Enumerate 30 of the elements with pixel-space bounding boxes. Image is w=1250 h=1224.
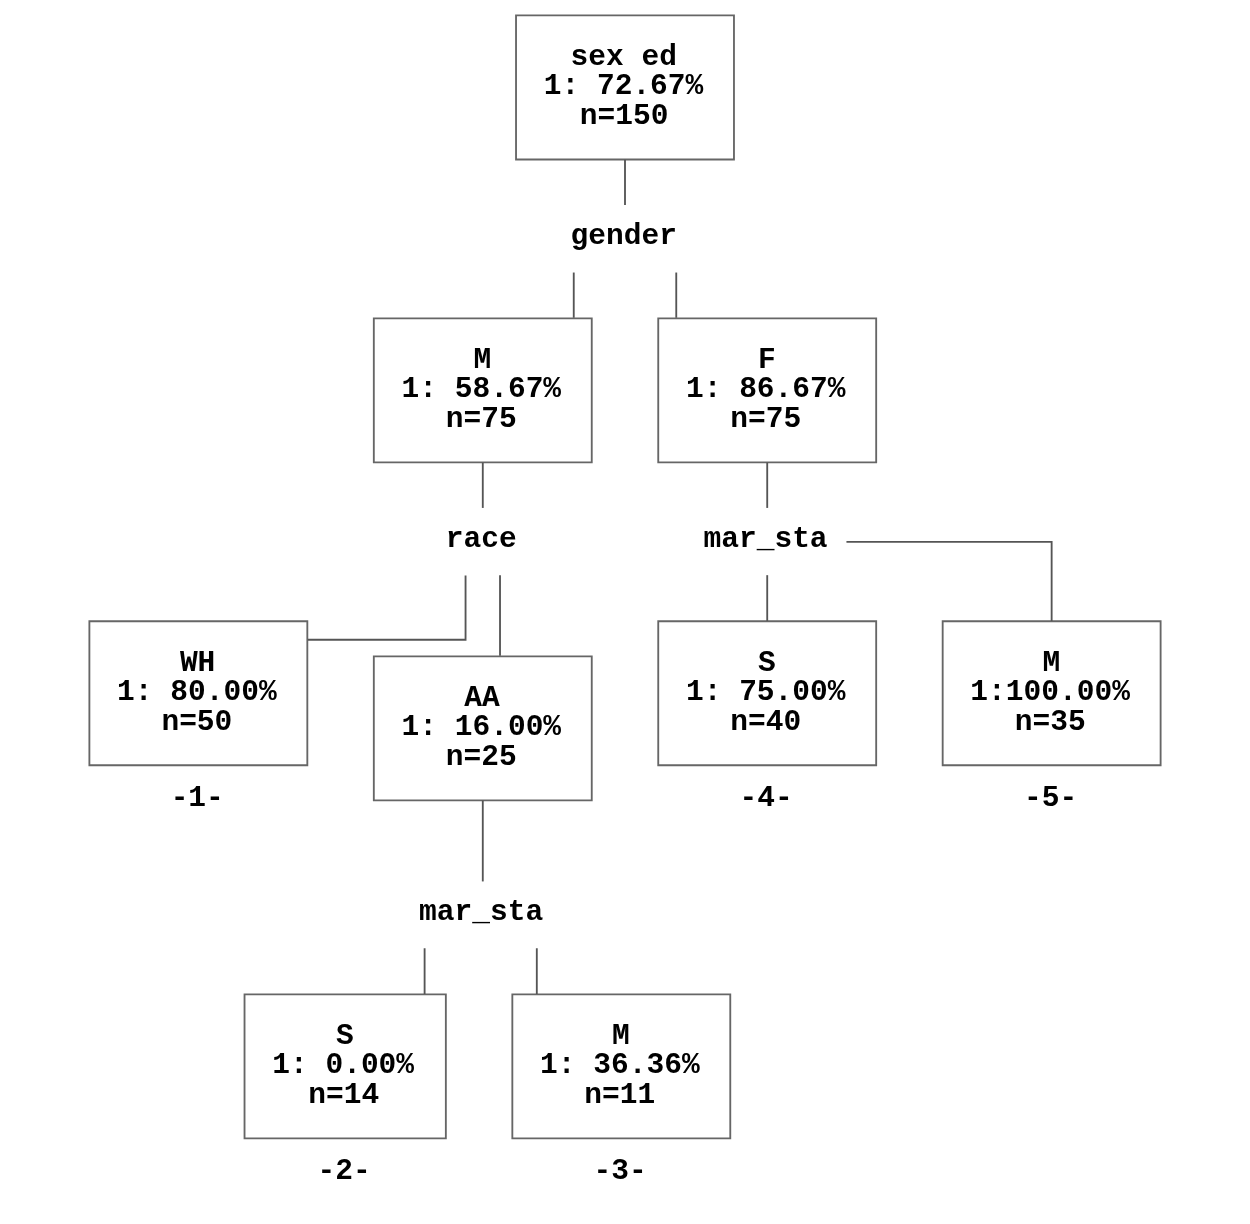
connector [306, 574, 467, 641]
node-label: -1- [170, 780, 224, 815]
node-label: -2- [317, 1153, 371, 1188]
node-box: WH 1: 80.00% n=50 [88, 620, 309, 767]
connector [845, 540, 1053, 622]
node-box: M 1: 36.36% n=11 [511, 993, 732, 1140]
connector [481, 461, 484, 509]
node-box: F 1: 86.67% n=75 [657, 317, 878, 464]
node-box: sex ed 1: 72.67% n=150 [515, 14, 735, 161]
node-text: race [445, 521, 517, 556]
connector [766, 574, 769, 622]
connector [766, 461, 769, 509]
connector [535, 947, 538, 995]
node-box: AA 1: 16.00% n=25 [372, 655, 593, 802]
node-text: mar_sta [419, 895, 544, 930]
connector [481, 799, 484, 883]
node-text: gender [570, 219, 677, 254]
connector [423, 947, 426, 995]
connector [572, 271, 575, 319]
node-label: -3- [593, 1153, 647, 1188]
node-label: -4- [739, 780, 793, 815]
node-box: M 1:100.00% n=35 [941, 620, 1162, 767]
node-label: -5- [1023, 780, 1078, 815]
node-text: mar_sta [703, 521, 828, 556]
connector [675, 271, 678, 319]
connector [624, 158, 626, 206]
node-box: S 1: 0.00% n=14 [243, 993, 447, 1140]
node-box: M 1: 58.67% n=75 [372, 317, 593, 464]
connector [499, 574, 501, 657]
node-box: S 1: 75.00% n=40 [657, 620, 878, 767]
